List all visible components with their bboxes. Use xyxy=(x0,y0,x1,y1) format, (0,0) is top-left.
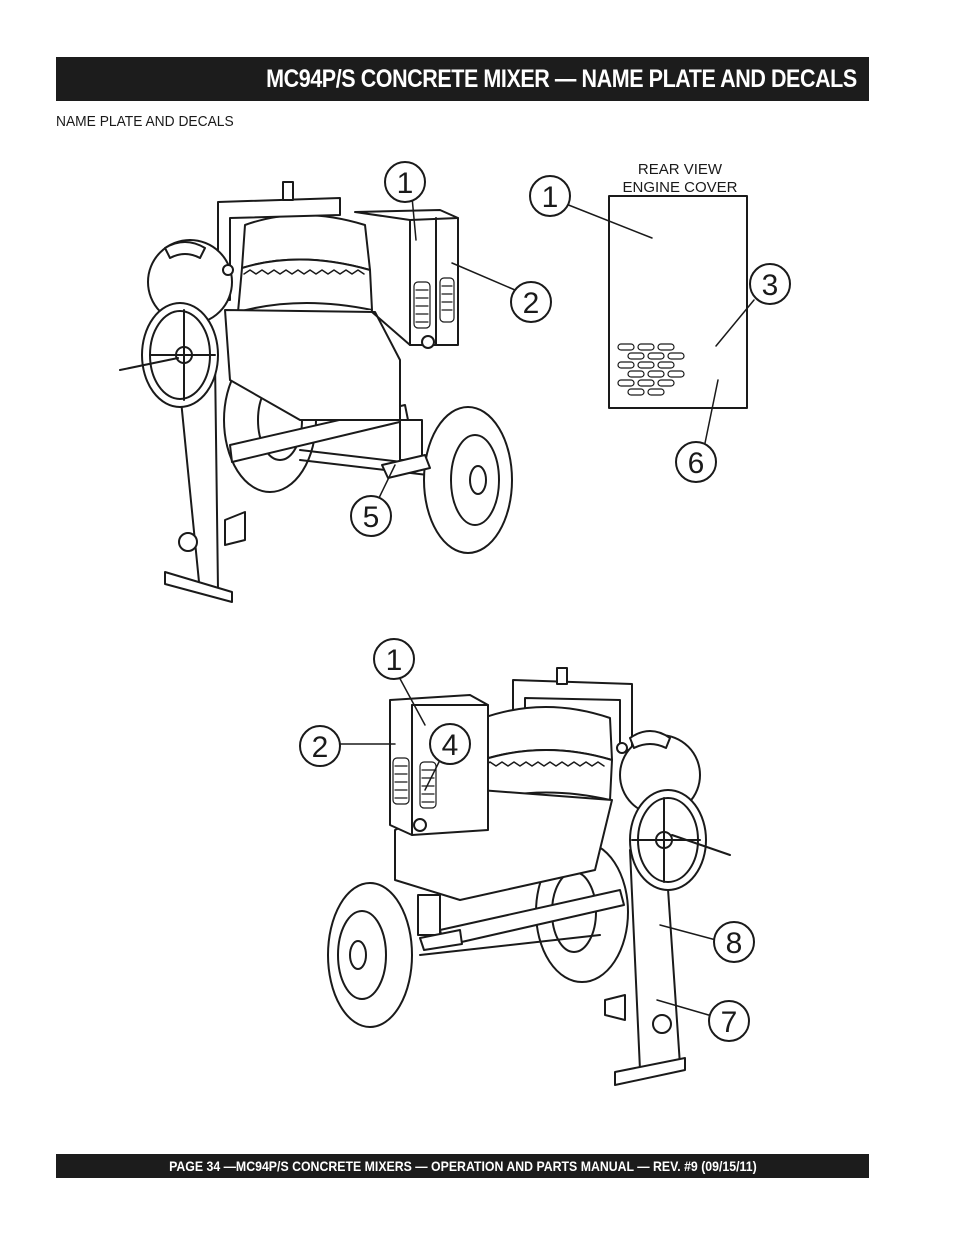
callout-circle-1-rear xyxy=(529,175,571,217)
callout-circle-8-bottom xyxy=(713,921,755,963)
mixer-illustration-top xyxy=(119,181,513,603)
callout-number: 7 xyxy=(721,1006,738,1039)
callout-number: 1 xyxy=(397,167,414,200)
page-title: MC94P/S CONCRETE MIXER — NAME PLATE AND … xyxy=(266,64,857,93)
callout-number: 1 xyxy=(386,644,403,677)
callout-circle-4-bottom xyxy=(429,723,471,765)
callout-circle-7-bottom xyxy=(708,1000,750,1042)
section-label: NAME PLATE AND DECALS xyxy=(56,113,234,130)
callout-leaders-top xyxy=(377,196,516,501)
callout-circle-3-rear xyxy=(749,263,791,305)
page-title-bar: MC94P/S CONCRETE MIXER — NAME PLATE AND … xyxy=(56,57,869,101)
callout-circle-6-rear xyxy=(675,441,717,483)
callout-leaders-rear xyxy=(565,203,755,449)
callout-number: 5 xyxy=(363,501,380,534)
page-footer: PAGE 34 —MC94P/S CONCRETE MIXERS — OPERA… xyxy=(56,1154,869,1178)
callout-number: 6 xyxy=(688,447,705,480)
callout-circle-1-top xyxy=(384,161,426,203)
callout-number: 2 xyxy=(312,731,329,764)
rear-view-caption: REAR VIEW xyxy=(638,161,723,178)
callout-circle-5-top xyxy=(350,495,392,537)
callout-number: 1 xyxy=(542,181,559,214)
callout-number: 2 xyxy=(523,287,540,320)
footer-text: PAGE 34 —MC94P/S CONCRETE MIXERS — OPERA… xyxy=(168,1158,757,1174)
mixer-illustration-bottom xyxy=(327,667,731,1086)
callout-number: 8 xyxy=(726,927,743,960)
callout-number: 4 xyxy=(442,729,459,762)
callout-circle-1-bottom xyxy=(373,638,415,680)
callout-leaders-bottom xyxy=(337,674,717,1017)
callout-circle-2-top xyxy=(510,281,552,323)
engine-cover-rear-view xyxy=(608,195,748,409)
callout-number: 3 xyxy=(762,269,779,302)
callout-circle-2-bottom xyxy=(299,725,341,767)
engine-cover-caption: ENGINE COVER xyxy=(622,179,737,196)
